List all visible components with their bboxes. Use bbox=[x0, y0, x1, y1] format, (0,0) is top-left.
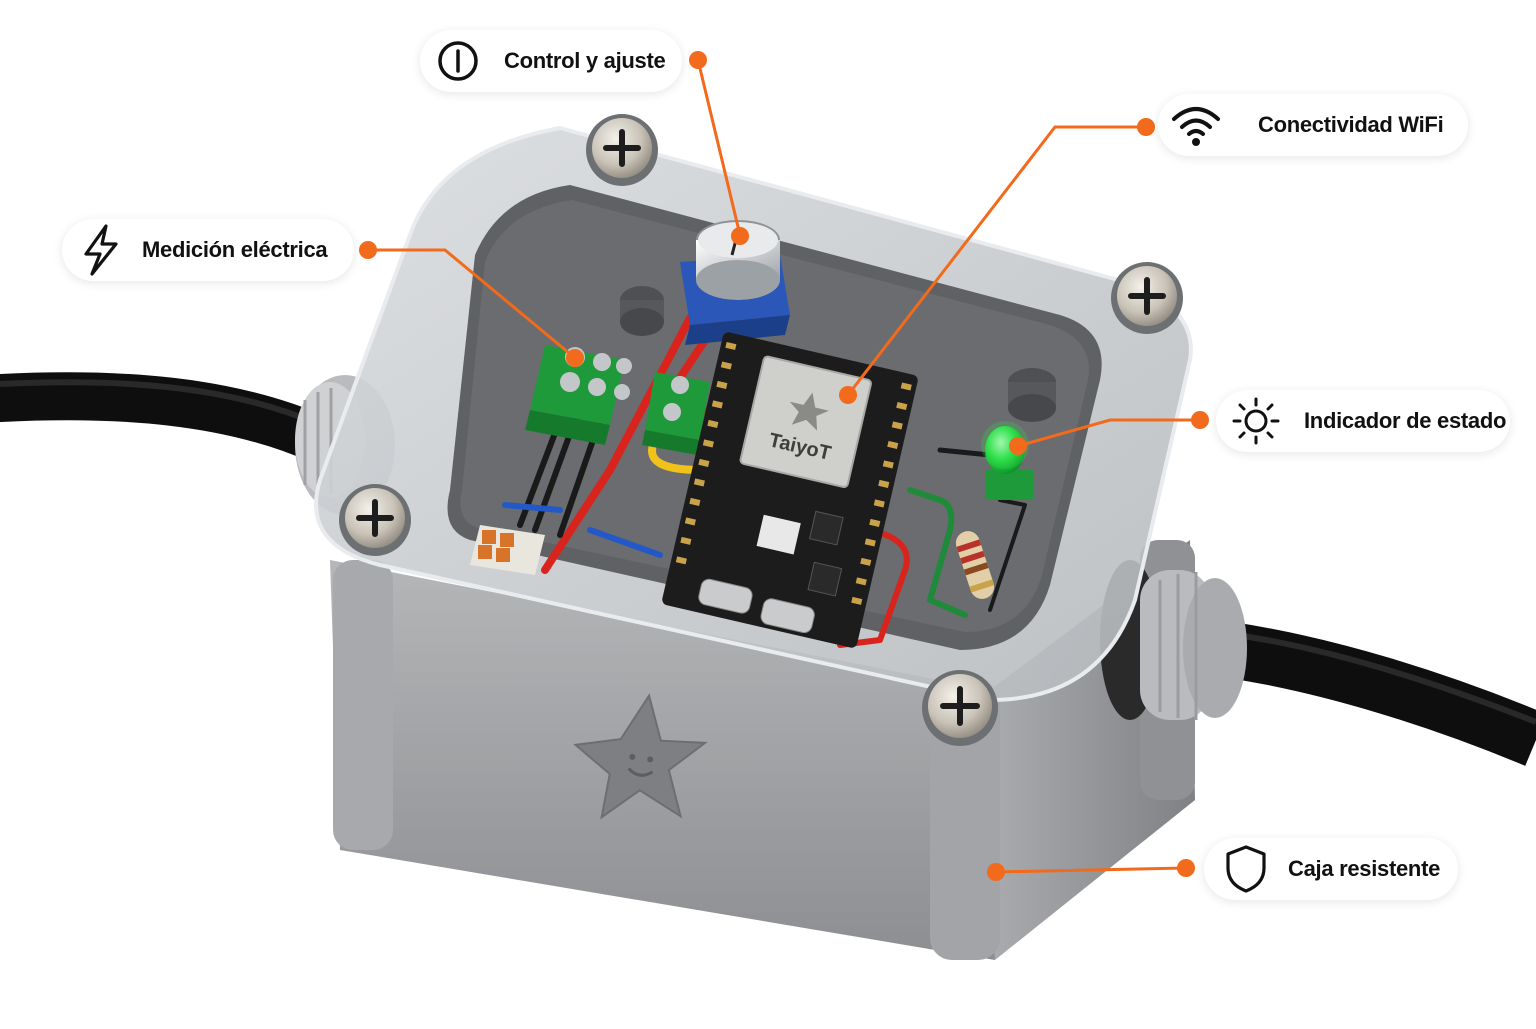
leader-dot bbox=[731, 227, 749, 245]
leader-dot bbox=[839, 386, 857, 404]
callout-status-label: Indicador de estado bbox=[1304, 408, 1507, 433]
leader-dots bbox=[359, 51, 1209, 881]
callout-measure: Medición eléctrica bbox=[62, 219, 354, 281]
leader-lines bbox=[368, 59, 1200, 874]
pcb-board: TaiyoT bbox=[662, 332, 918, 648]
resistor bbox=[955, 531, 995, 599]
sun-icon bbox=[1228, 393, 1284, 449]
leader-line-enclosure bbox=[995, 866, 1187, 874]
usb-c-port bbox=[760, 598, 815, 634]
leader-line-status bbox=[1017, 418, 1200, 448]
screw-bottom-right bbox=[922, 670, 998, 746]
leader-dot bbox=[1009, 437, 1027, 455]
leader-dot bbox=[1137, 118, 1155, 136]
wifi-module bbox=[739, 355, 872, 488]
leader-dot bbox=[1191, 411, 1209, 429]
leader-dot bbox=[689, 51, 707, 69]
power-icon bbox=[430, 33, 486, 89]
lightning-icon bbox=[72, 222, 128, 278]
standoff bbox=[620, 286, 1056, 422]
leader-line-measure bbox=[368, 248, 576, 360]
star-logo bbox=[573, 693, 708, 820]
screw-top-right bbox=[1111, 262, 1183, 334]
wago-connector bbox=[470, 525, 545, 575]
leader-dot bbox=[987, 863, 1005, 881]
leader-dot bbox=[566, 349, 584, 367]
callout-wifi: Conectividad WiFi bbox=[1158, 94, 1468, 156]
usb-c-port bbox=[698, 578, 753, 614]
callout-enclosure: Caja resistente bbox=[1204, 838, 1458, 900]
leader-dot bbox=[1177, 859, 1195, 877]
screw-bottom-left bbox=[339, 484, 411, 556]
callout-control: Control y ajuste bbox=[420, 30, 682, 92]
leader-line-wifi bbox=[846, 125, 1146, 396]
callout-wifi-label: Conectividad WiFi bbox=[1258, 112, 1444, 137]
callout-measure-label: Medición eléctrica bbox=[142, 237, 328, 262]
terminal-block-right bbox=[642, 372, 710, 455]
leader-line-control bbox=[696, 59, 742, 236]
left-cable bbox=[0, 372, 344, 464]
callout-enclosure-label: Caja resistente bbox=[1288, 856, 1441, 881]
callout-status: Indicador de estado bbox=[1216, 390, 1510, 452]
status-led bbox=[981, 421, 1033, 500]
right-cable bbox=[1225, 622, 1536, 766]
shield-icon bbox=[1218, 841, 1274, 897]
callout-control-label: Control y ajuste bbox=[504, 48, 666, 73]
wifi-icon bbox=[1168, 97, 1224, 153]
leader-dot bbox=[359, 241, 377, 259]
screw-top-left bbox=[586, 114, 658, 186]
